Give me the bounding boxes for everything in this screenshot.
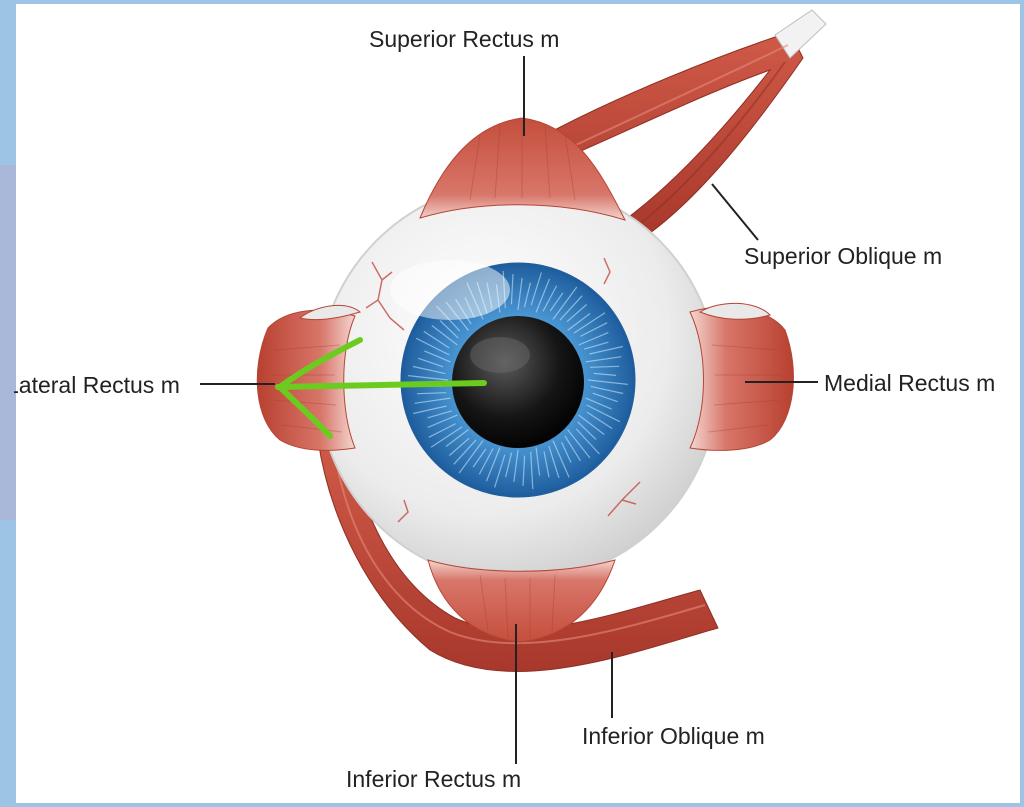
label-superior-oblique: Superior Oblique m [744,245,942,268]
label-medial-rectus: Medial Rectus m [824,372,995,395]
sclera-highlight [390,260,510,320]
label-lateral-rectus: Lateral Rectus m [6,374,180,397]
medial-rectus-muscle [690,303,793,450]
left-side-bar [0,165,16,520]
label-inferior-oblique: Inferior Oblique m [582,725,765,748]
arrow-shaft [278,383,484,387]
pupil-highlight [470,337,530,373]
label-superior-rectus: Superior Rectus m [369,28,559,51]
label-inferior-rectus: Inferior Rectus m [346,768,521,791]
